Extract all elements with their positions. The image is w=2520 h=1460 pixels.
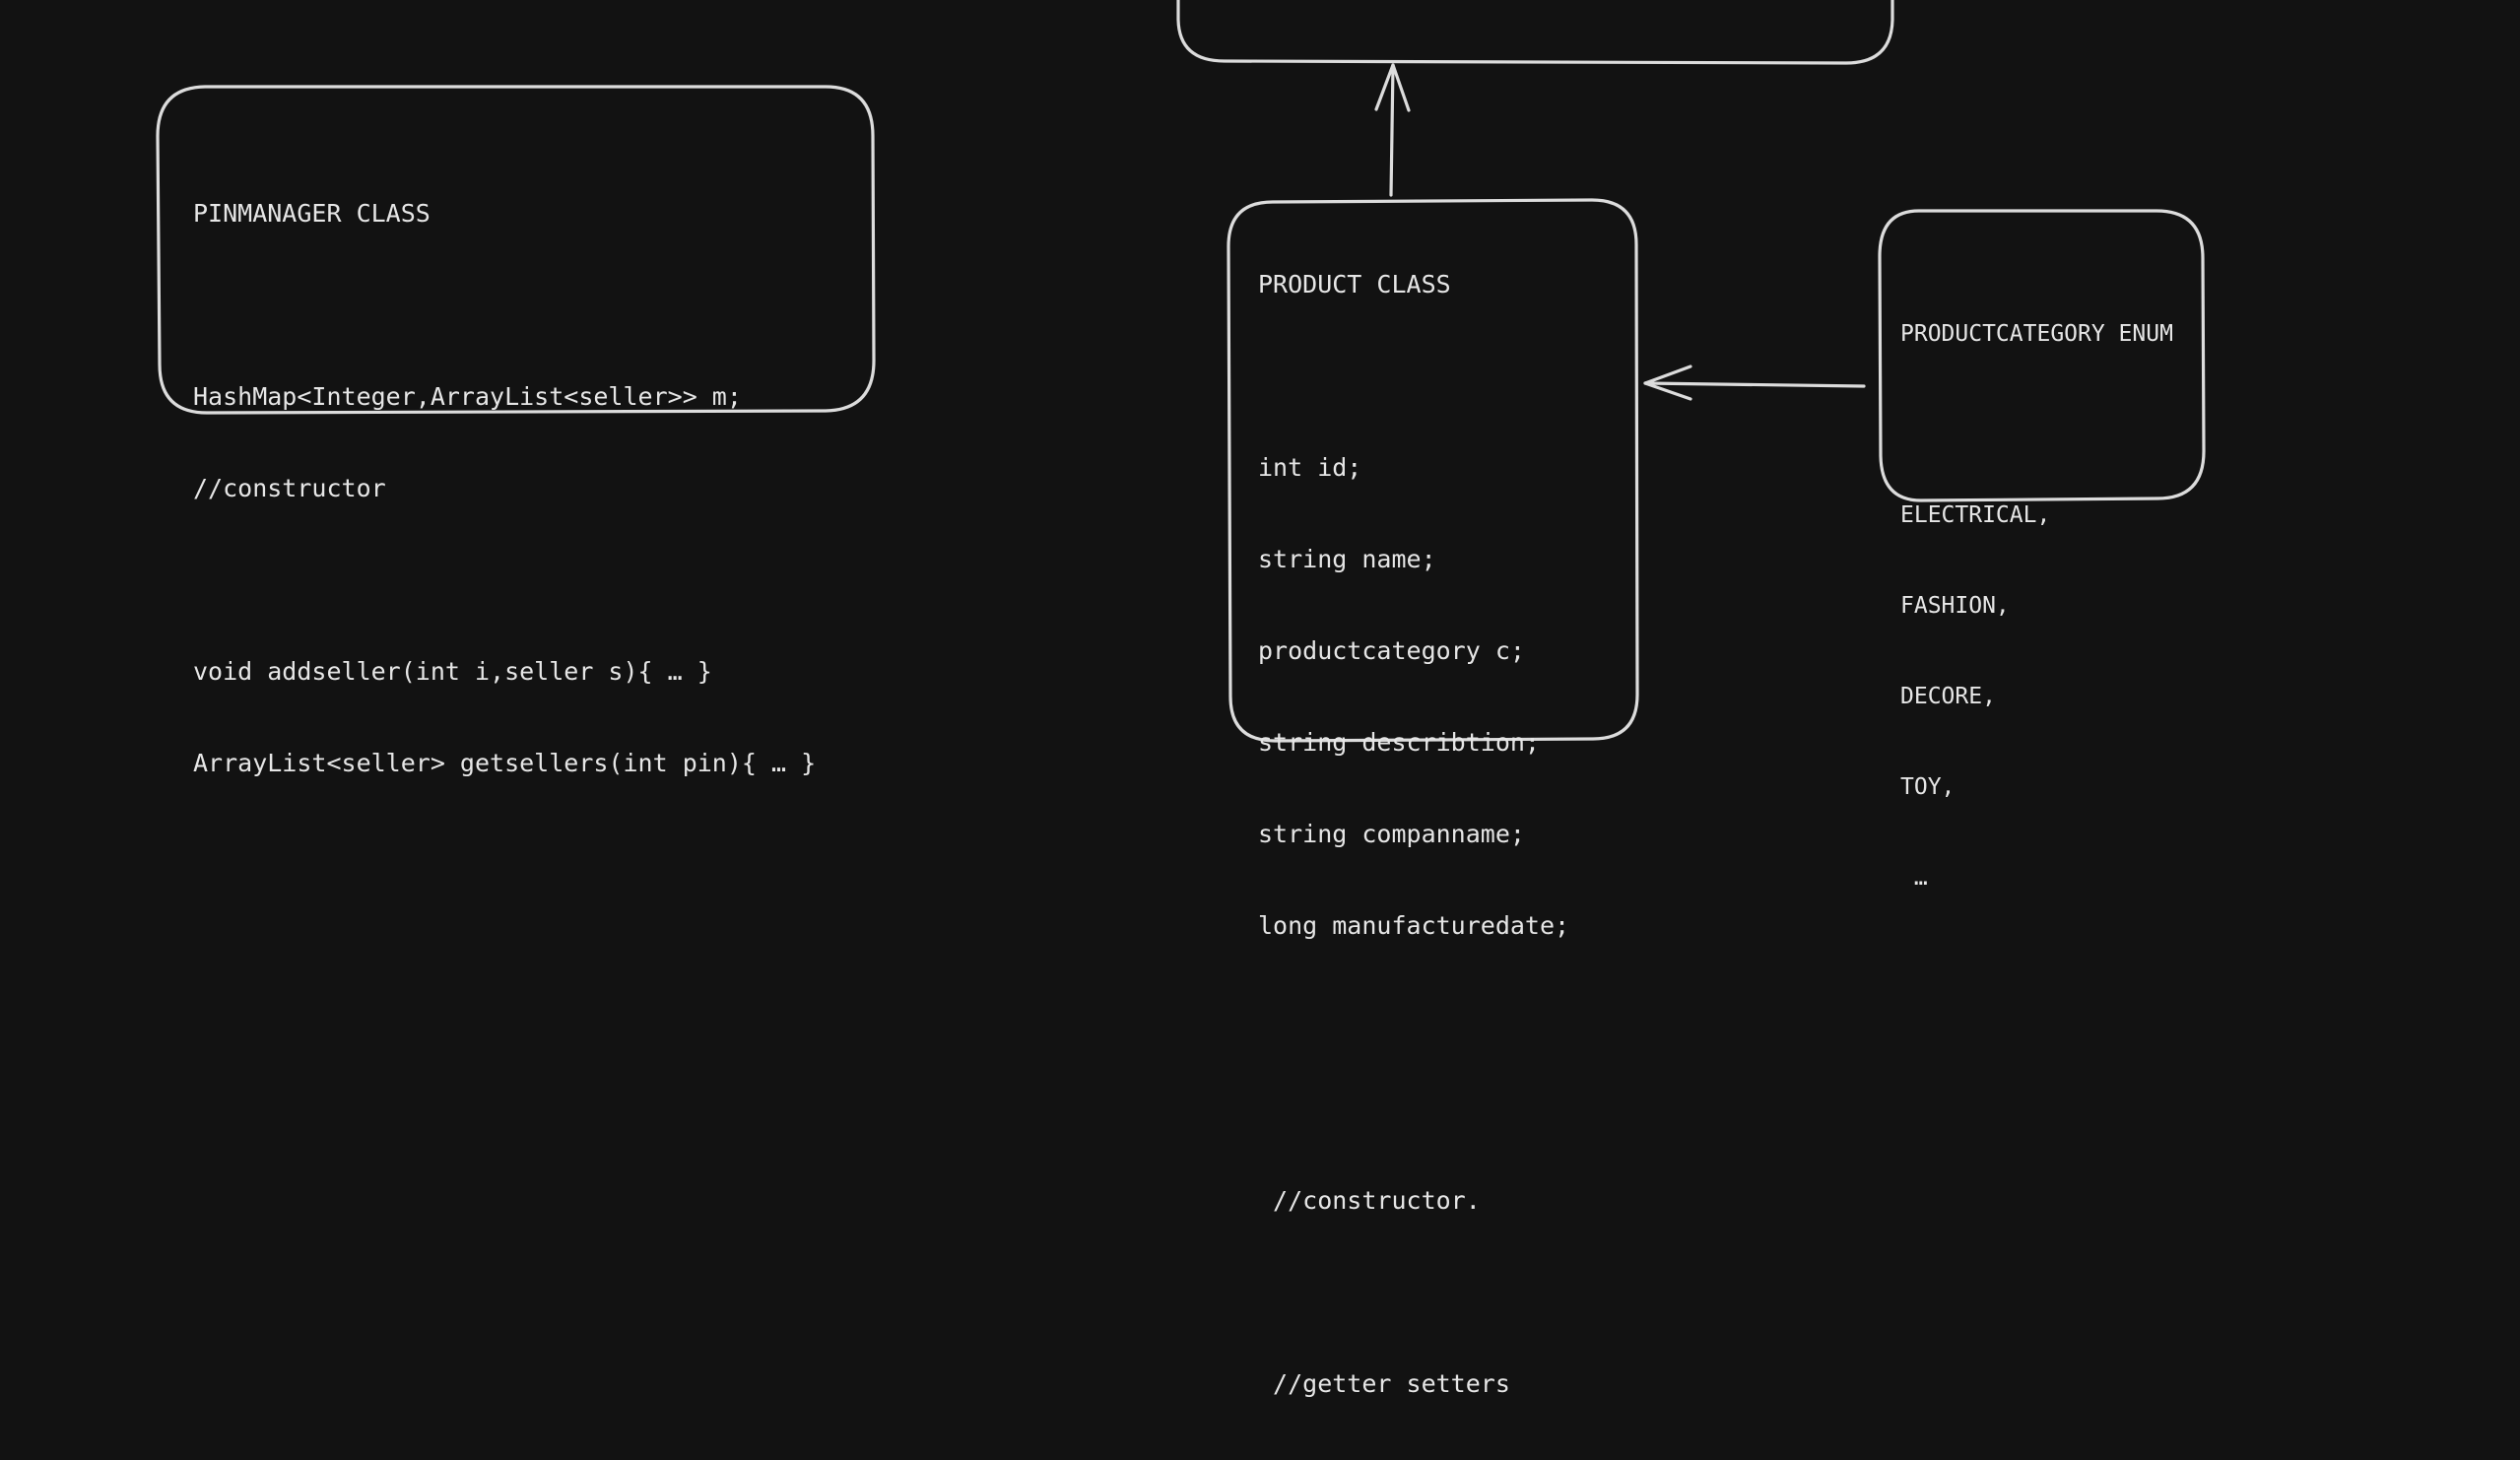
product-text: PRODUCT CLASS int id; string name; produ… xyxy=(1258,208,1569,1460)
product-field: productcategory c; xyxy=(1258,636,1525,665)
diagram-shapes xyxy=(156,0,2206,743)
blank-line xyxy=(193,290,816,320)
arrow-head xyxy=(1643,365,1692,401)
productcategory-title: PRODUCTCATEGORY ENUM xyxy=(1900,321,2173,347)
product-title: PRODUCT CLASS xyxy=(1258,270,1451,299)
blank-line xyxy=(193,564,816,595)
product-field: int id; xyxy=(1258,453,1362,482)
product-field: string name; xyxy=(1258,545,1436,573)
productcategory-text: PRODUCTCATEGORY ENUM ELECTRICAL, FASHION… xyxy=(1900,259,2173,954)
pinmanager-title: PINMANAGER CLASS xyxy=(193,199,431,228)
pinmanager-text: PINMANAGER CLASS HashMap<Integer,ArrayLi… xyxy=(193,137,816,839)
pinmanager-method: void addseller(int i,seller s){ … } xyxy=(193,657,712,686)
blank-line xyxy=(1900,410,2173,440)
enum-value: DECORE, xyxy=(1900,684,1996,709)
diagram-canvas[interactable]: PINMANAGER CLASS HashMap<Integer,ArrayLi… xyxy=(0,0,2520,1398)
enum-to-product-arrow[interactable] xyxy=(1643,365,1866,401)
enum-value: TOY, xyxy=(1900,774,1956,800)
pinmanager-field: HashMap<Integer,ArrayList<seller>> m; xyxy=(193,382,742,411)
blank-line xyxy=(1258,1277,1569,1307)
product-field: long manufacturedate; xyxy=(1258,911,1570,940)
product-field: string companname; xyxy=(1258,820,1525,848)
pinmanager-comment: //constructor xyxy=(193,474,386,502)
product-comment: //constructor. xyxy=(1258,1186,1481,1215)
enum-value: FASHION, xyxy=(1900,593,2010,619)
blank-line xyxy=(1258,1002,1569,1032)
productcategory-box[interactable] xyxy=(1878,209,2206,502)
enum-value: ELECTRICAL, xyxy=(1900,502,2051,528)
arrow-shaft xyxy=(1389,63,1395,197)
pinmanager-box[interactable] xyxy=(156,85,876,415)
blank-line xyxy=(1258,1094,1569,1124)
product-box[interactable] xyxy=(1227,198,1639,743)
enum-ellipsis: … xyxy=(1900,865,1928,891)
blank-line xyxy=(1258,361,1569,391)
product-comment: //getter setters xyxy=(1258,1369,1510,1398)
product-field: string describtion; xyxy=(1258,728,1540,757)
top-class-box[interactable] xyxy=(1176,0,1894,65)
arrow-shaft xyxy=(1643,381,1866,388)
pinmanager-method: ArrayList<seller> getsellers(int pin){ …… xyxy=(193,749,817,777)
product-to-top-arrow[interactable] xyxy=(1374,63,1411,197)
arrow-head xyxy=(1374,63,1411,112)
